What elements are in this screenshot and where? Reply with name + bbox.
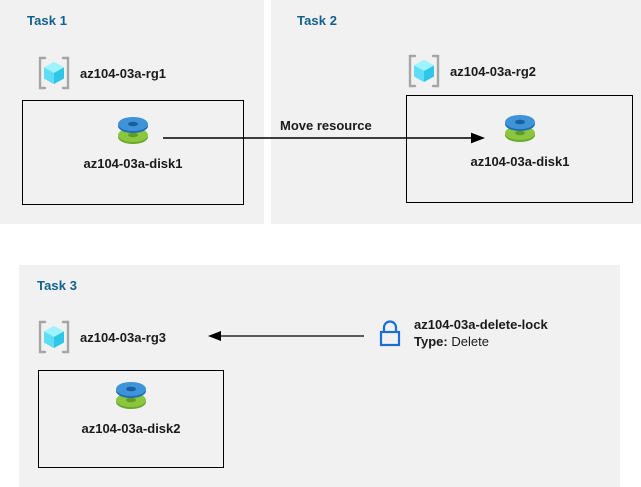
- resource-group-name: az104-03a-rg1: [80, 65, 166, 81]
- delete-lock-annotation: az104-03a-delete-lock Type: Delete: [375, 317, 548, 351]
- resource-group-name: az104-03a-rg3: [80, 329, 166, 345]
- lock-text-block: az104-03a-delete-lock Type: Delete: [414, 317, 548, 351]
- task-1-heading: Task 1: [27, 13, 68, 28]
- task-2-heading: Task 2: [297, 13, 338, 28]
- lock-name: az104-03a-delete-lock: [414, 317, 548, 332]
- task-3-heading: Task 3: [37, 278, 78, 293]
- managed-disk-icon: [453, 108, 587, 148]
- lock-type-value: Delete: [451, 334, 489, 350]
- disk-label: az104-03a-disk1: [83, 156, 183, 171]
- lock-icon: [375, 317, 405, 349]
- disk-az104-03a-disk1-target: az104-03a-disk1: [453, 108, 587, 169]
- delete-lock-arrow: [208, 331, 364, 341]
- managed-disk-icon: [72, 110, 194, 150]
- disk-label: az104-03a-disk2: [81, 421, 181, 436]
- resource-group-icon: [36, 56, 72, 90]
- task-2-resource-box: [406, 95, 633, 203]
- resource-group-icon: [36, 320, 72, 354]
- managed-disk-icon: [70, 375, 192, 415]
- disk-label: az104-03a-disk1: [470, 154, 570, 169]
- resource-group-rg2: az104-03a-rg2: [406, 54, 536, 88]
- task-1-resource-box: [22, 100, 244, 205]
- lock-type-row: Type: Delete: [414, 334, 548, 350]
- lock-type-key: Type:: [414, 334, 448, 350]
- resource-group-rg1: az104-03a-rg1: [36, 56, 166, 90]
- move-resource-caption: Move resource: [280, 118, 372, 133]
- disk-az104-03a-disk1-source: az104-03a-disk1: [72, 110, 194, 171]
- disk-az104-03a-disk2: az104-03a-disk2: [70, 375, 192, 436]
- move-resource-arrow: [163, 132, 485, 144]
- resource-group-rg3: az104-03a-rg3: [36, 320, 166, 354]
- resource-group-icon: [406, 54, 442, 88]
- resource-group-name: az104-03a-rg2: [450, 63, 536, 79]
